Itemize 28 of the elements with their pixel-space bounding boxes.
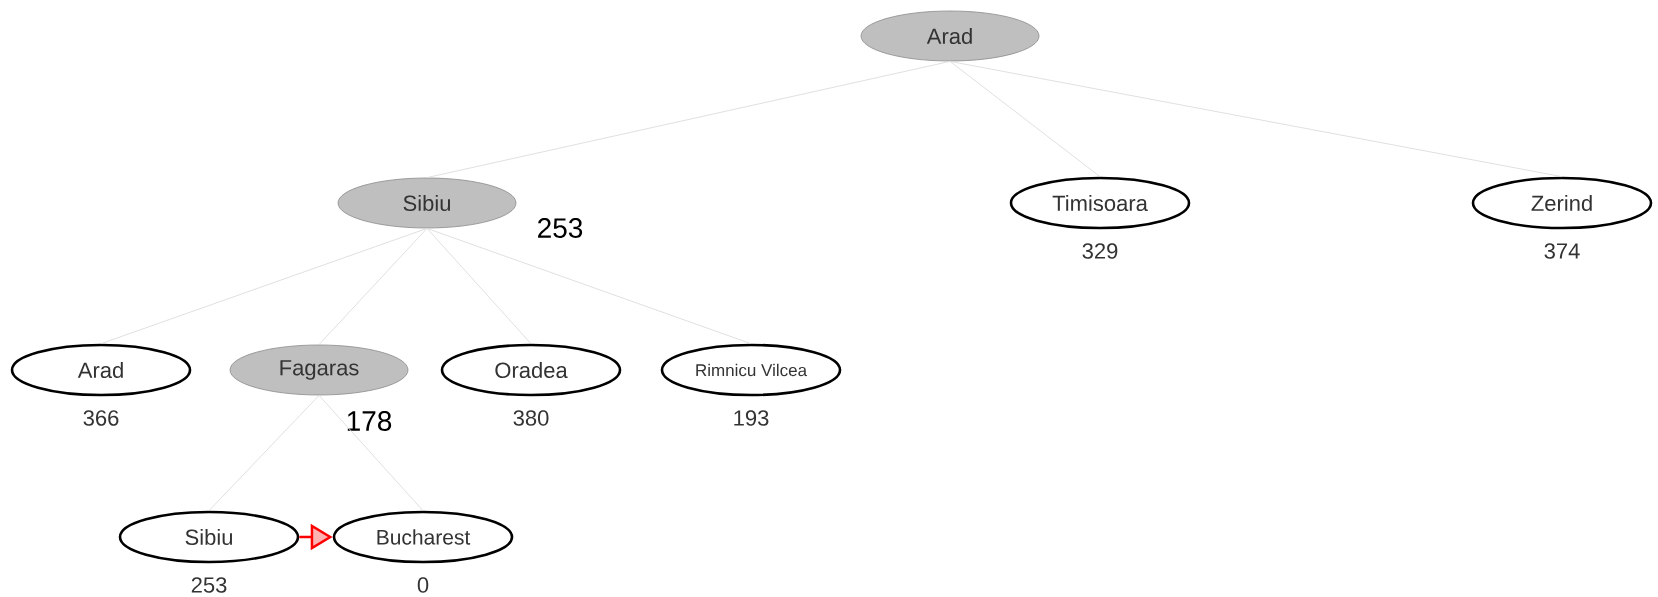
tree-edge	[949, 60, 1101, 178]
frontier-node: Rimnicu Vilcea	[660, 343, 842, 397]
tree-edge	[426, 227, 532, 345]
tree-edge	[100, 227, 428, 345]
tree-edge	[426, 227, 752, 345]
value-label: 253	[538, 218, 583, 238]
expanded-node: Sibiu	[337, 177, 517, 229]
tree-edge	[318, 227, 428, 346]
value-label: 374	[1544, 243, 1580, 259]
frontier-node: Oradea	[440, 343, 622, 397]
value-label: 366	[83, 410, 119, 426]
tree-edge	[949, 60, 1563, 178]
tree-edge	[208, 394, 320, 512]
expanded-node: Fagaras	[229, 344, 409, 396]
frontier-node: Sibiu	[118, 510, 300, 564]
frontier-node: Timisoara	[1009, 176, 1191, 230]
frontier-node: Arad	[10, 343, 192, 397]
value-label: 380	[513, 410, 549, 426]
tree-edge	[426, 60, 951, 179]
value-label: 178	[347, 411, 392, 431]
value-label: 253	[191, 577, 227, 593]
value-label: 0	[417, 577, 429, 593]
value-label: 329	[1082, 243, 1118, 259]
tree-edge	[318, 394, 424, 512]
value-label: 193	[734, 410, 769, 426]
frontier-node: Zerind	[1471, 176, 1653, 230]
frontier-node: Bucharest	[332, 510, 514, 564]
expanded-node: Arad	[860, 10, 1040, 62]
